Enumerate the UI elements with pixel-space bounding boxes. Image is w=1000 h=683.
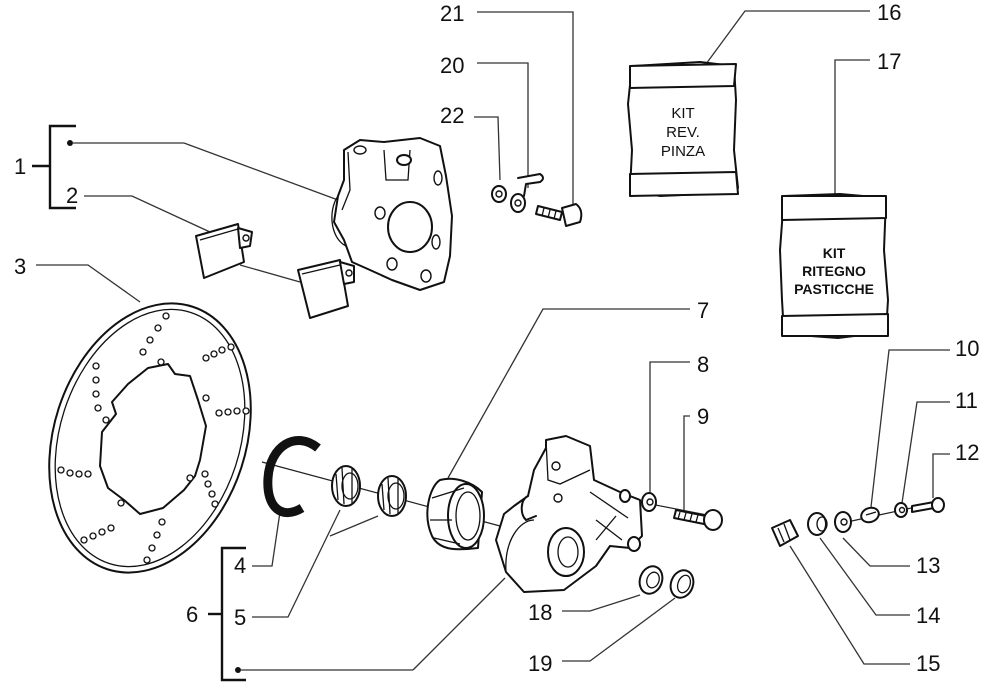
kit-17-line-3: PASTICCHE — [794, 281, 874, 297]
callout-14: 14 — [916, 603, 940, 628]
screw-12 — [911, 497, 945, 513]
washer-11 — [894, 502, 908, 518]
kit-16-line-1: KIT — [671, 105, 694, 122]
lock-washer-10 — [860, 506, 880, 524]
callout-4: 4 — [234, 553, 246, 578]
callout-1: 1 — [14, 154, 26, 179]
disc-holes — [57, 312, 250, 564]
washer-13 — [834, 511, 852, 533]
callout-10: 10 — [955, 336, 979, 361]
spacer-ring-14 — [807, 512, 828, 536]
bracket-group-1 — [32, 124, 339, 210]
kit-bag-16: KIT REV. PINZA — [627, 61, 739, 197]
nut-15 — [771, 519, 799, 547]
callout-20: 20 — [440, 53, 464, 78]
roller-bearing-5b — [377, 475, 407, 517]
callout-19: 19 — [528, 651, 552, 676]
callout-5: 5 — [234, 605, 246, 630]
kit-17-line-1: KIT — [823, 245, 846, 261]
callout-9: 9 — [697, 404, 709, 429]
bracket-plate-20 — [510, 173, 544, 213]
callout-17: 17 — [877, 49, 901, 74]
callout-16: 16 — [877, 0, 901, 25]
brake-caliper — [331, 137, 453, 291]
callout-8: 8 — [697, 352, 709, 377]
hub-carrier-6 — [495, 435, 643, 593]
brake-pad-1 — [195, 223, 253, 279]
callout-15: 15 — [916, 651, 940, 676]
kit-bag-17: KIT RITEGNO PASTICCHE — [779, 193, 889, 339]
oil-seal-4 — [263, 436, 321, 518]
seal-18 — [638, 565, 664, 595]
callout-21: 21 — [440, 1, 464, 26]
brake-pad-2 — [297, 259, 355, 319]
callout-7: 7 — [697, 298, 709, 323]
leader-lines — [36, 10, 950, 665]
brake-disc — [48, 302, 252, 574]
kit-17-line-2: RITEGNO — [802, 263, 866, 279]
washer-8 — [641, 492, 657, 512]
seal-19 — [669, 569, 695, 599]
callout-18: 18 — [528, 600, 552, 625]
callout-3: 3 — [14, 254, 26, 279]
kit-16-line-2: REV. — [666, 124, 700, 141]
callout-11: 11 — [955, 388, 978, 413]
washer-22 — [491, 185, 507, 203]
callout-12: 12 — [955, 440, 979, 465]
roller-bearing-5a — [331, 465, 361, 507]
bolt-9 — [673, 509, 723, 531]
bearing-race-7 — [426, 477, 485, 551]
bracket-group-6 — [208, 546, 506, 682]
bleed-screw-21 — [535, 203, 583, 227]
kit-16-line-3: PINZA — [661, 143, 705, 160]
callout-2: 2 — [66, 183, 78, 208]
callout-13: 13 — [916, 553, 940, 578]
callout-22: 22 — [440, 103, 464, 128]
callout-6: 6 — [186, 602, 198, 627]
